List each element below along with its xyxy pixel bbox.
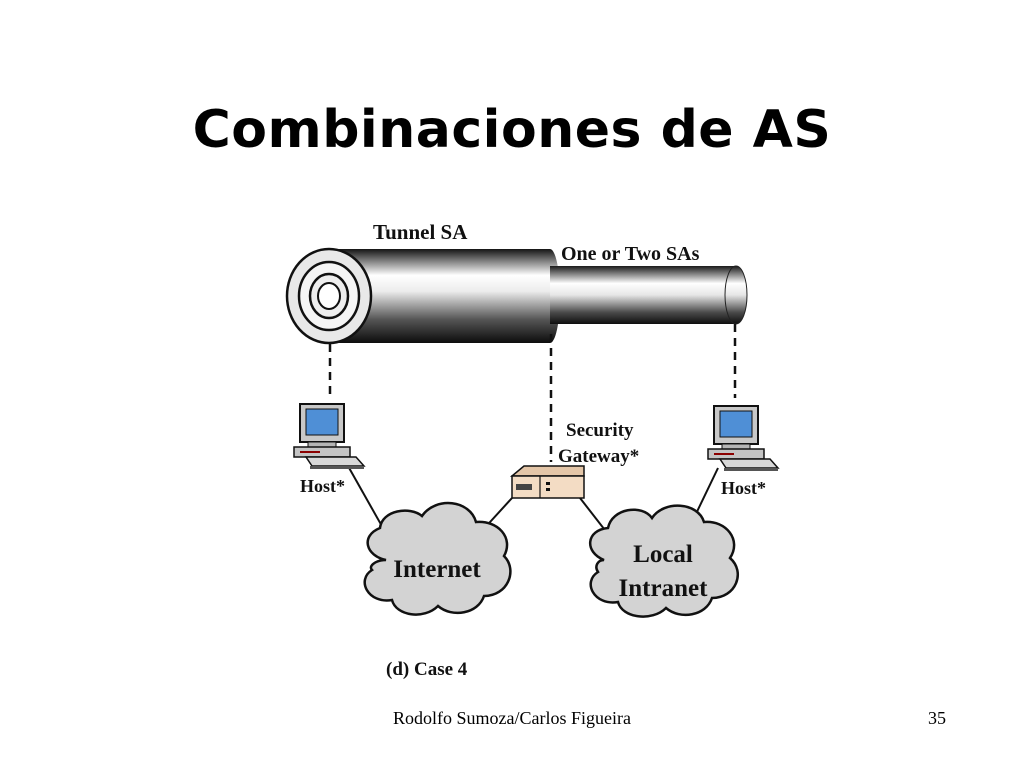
keyboard-icon (718, 458, 780, 471)
gateway-label-line1: Security (566, 420, 634, 441)
host-right (707, 405, 780, 471)
cloud-intranet-label-line2: Intranet (619, 575, 709, 602)
inner-sa-tube (550, 265, 748, 325)
slide-title: Combinaciones de AS (192, 100, 832, 160)
keyboard-icon (304, 456, 366, 469)
cloud-intranet-label-line1: Local (633, 541, 693, 568)
tunnel-sa-label: Tunnel SA (373, 220, 468, 244)
gateway-icon (509, 465, 585, 499)
cloud-internet-label: Internet (393, 556, 481, 583)
diagram-caption: (d) Case 4 (386, 659, 468, 680)
inner-sa-label: One or Two SAs (561, 243, 700, 265)
monitor-icon (713, 405, 759, 450)
tunnel-end-rings (285, 247, 373, 345)
cloud-icon (363, 501, 512, 616)
monitor-icon (299, 403, 345, 448)
gateway-label-line2: Gateway* (558, 446, 639, 467)
footer-author: Rodolfo Sumoza/Carlos Figueira (393, 708, 631, 728)
host-right-label: Host* (721, 478, 766, 498)
host-left (293, 403, 366, 469)
host-left-label: Host* (300, 476, 345, 496)
page-number: 35 (928, 708, 946, 728)
dashed-drop-lines (328, 324, 737, 462)
cloud-icon (588, 504, 740, 618)
